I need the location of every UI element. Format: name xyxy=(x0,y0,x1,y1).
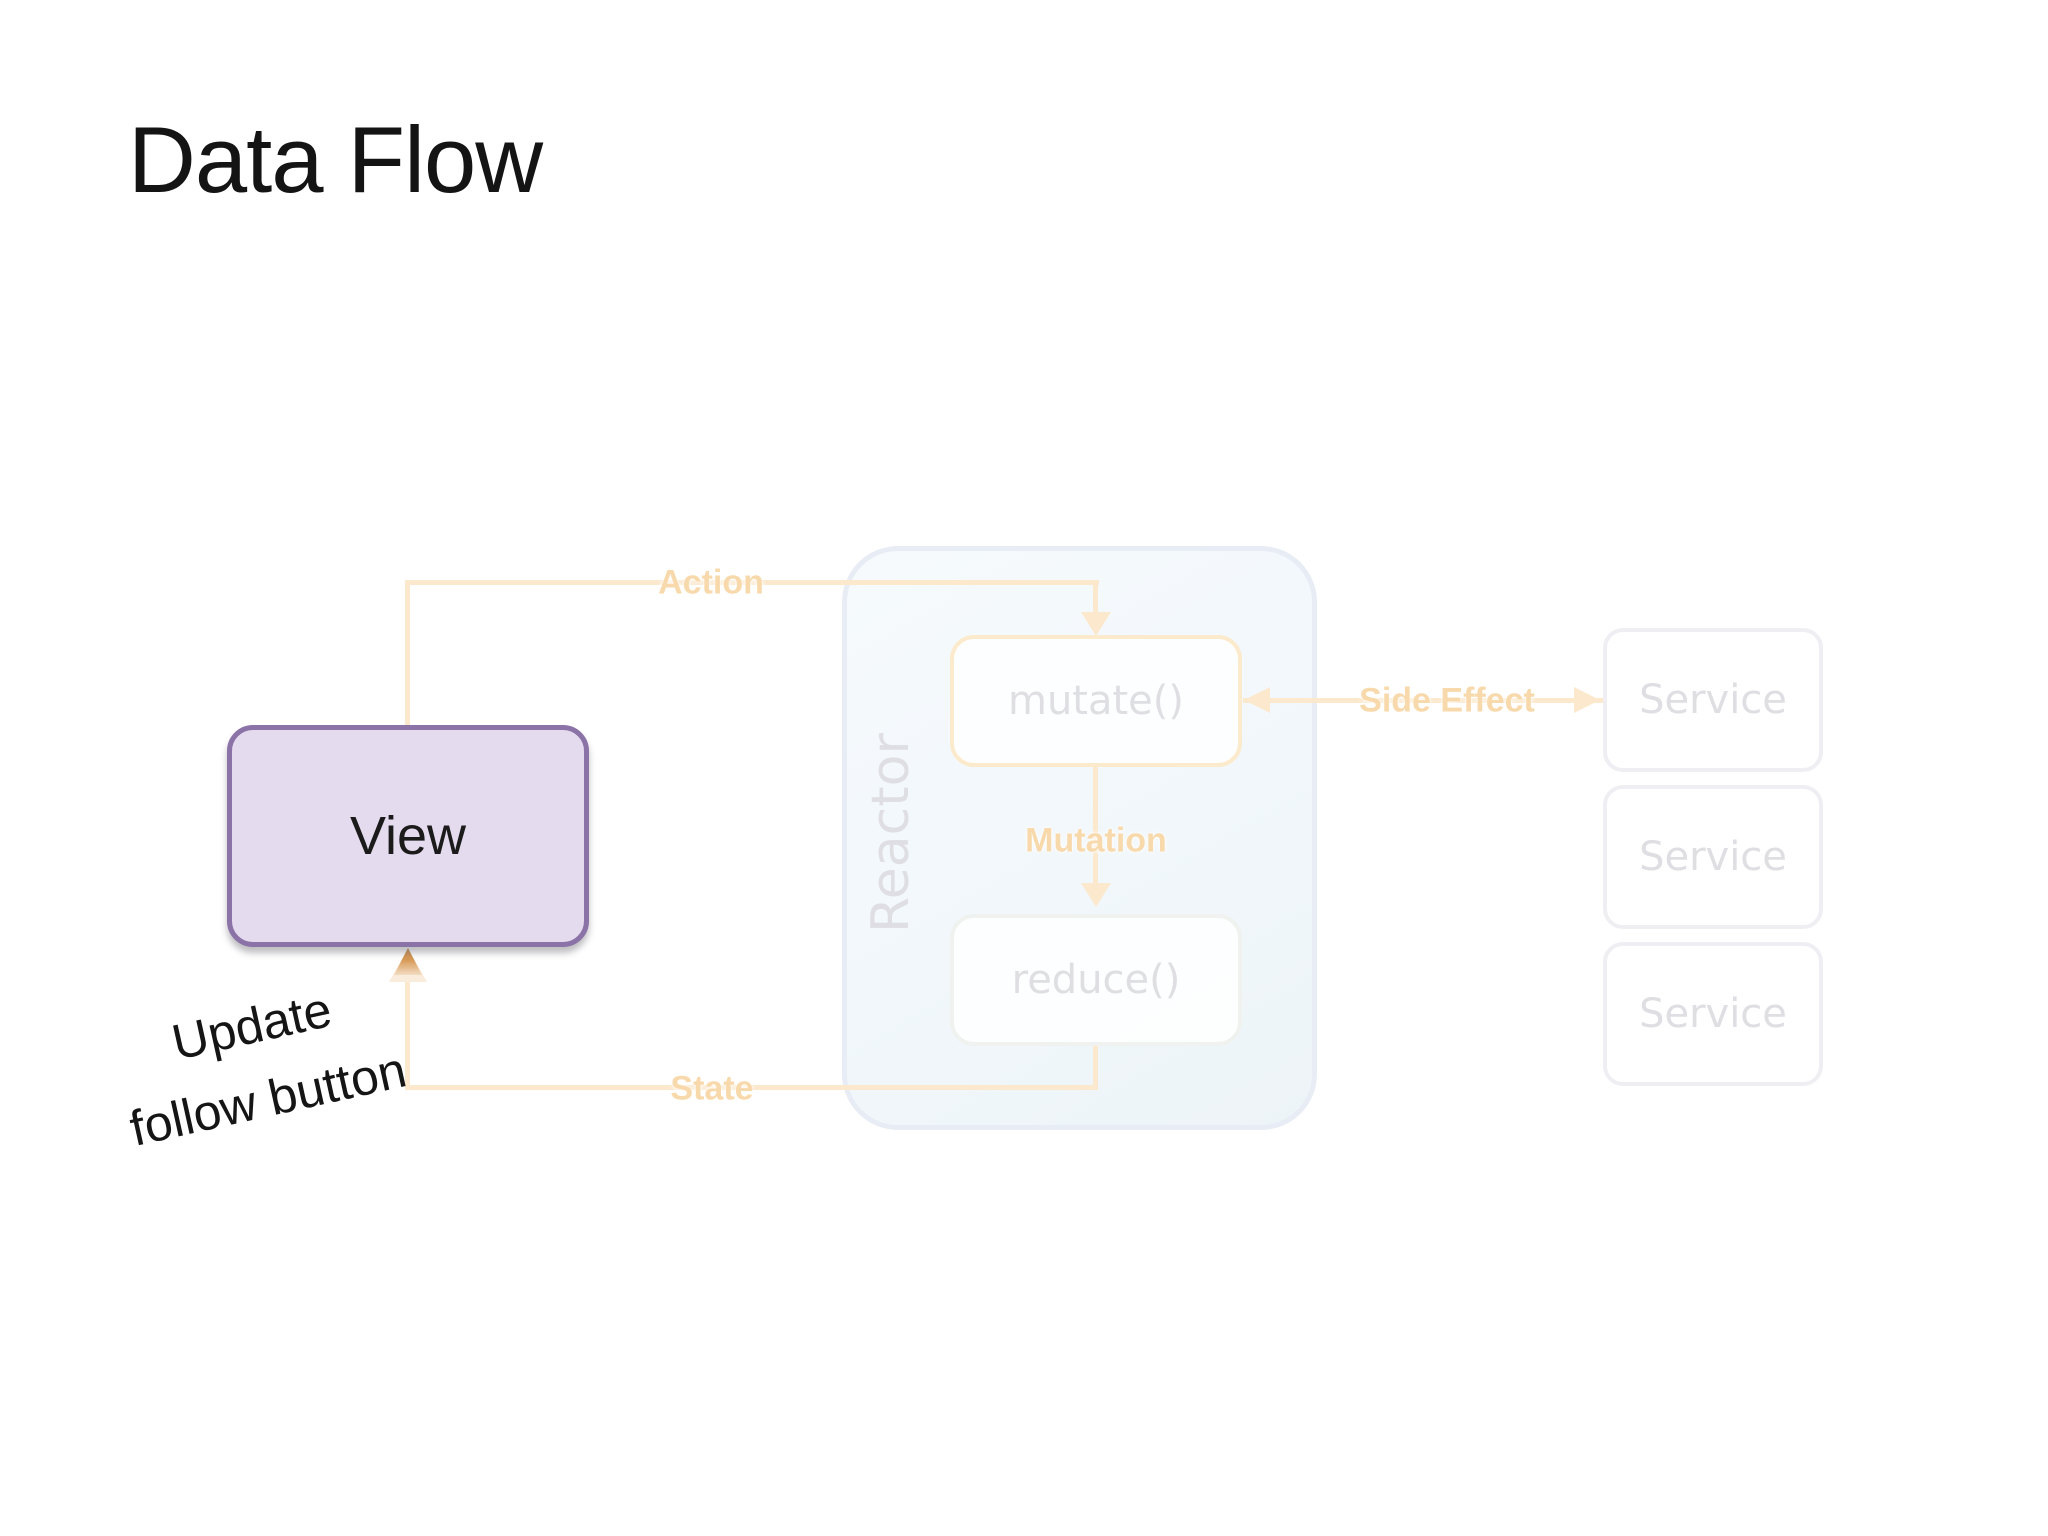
state-line-into-view xyxy=(405,978,410,1088)
service-node-3: Service xyxy=(1603,942,1823,1086)
reactor-label: Reactor xyxy=(861,733,921,933)
action-line-horizontal xyxy=(405,580,1099,585)
mutation-line xyxy=(1093,767,1098,885)
service-node-2: Service xyxy=(1603,785,1823,929)
action-flow-label: Action xyxy=(658,563,764,602)
reduce-node: reduce() xyxy=(950,914,1242,1046)
state-line-from-reduce xyxy=(1093,1046,1098,1090)
state-flow-label: State xyxy=(670,1069,754,1108)
slide-title: Data Flow xyxy=(128,107,543,212)
annotation-update-follow-button: Update follow button xyxy=(19,940,501,1186)
view-node: View xyxy=(227,725,589,947)
side-effect-flow-label: Side Effect xyxy=(1359,681,1535,720)
state-line-horizontal xyxy=(405,1085,1098,1090)
action-line-into-mutate xyxy=(1093,583,1098,615)
service-node-1-label: Service xyxy=(1639,677,1787,723)
mutate-node-label: mutate() xyxy=(1007,678,1184,724)
service-node-2-label: Service xyxy=(1639,834,1787,880)
action-line-from-view xyxy=(405,583,410,727)
side-effect-line xyxy=(1243,698,1603,703)
service-node-3-label: Service xyxy=(1639,991,1787,1037)
mutate-node: mutate() xyxy=(950,635,1242,767)
mutation-flow-label: Mutation xyxy=(1025,821,1167,860)
side-effect-arrowhead-right-icon xyxy=(1574,687,1600,713)
view-node-label: View xyxy=(349,806,467,866)
service-node-1: Service xyxy=(1603,628,1823,772)
reduce-node-label: reduce() xyxy=(1011,957,1181,1003)
